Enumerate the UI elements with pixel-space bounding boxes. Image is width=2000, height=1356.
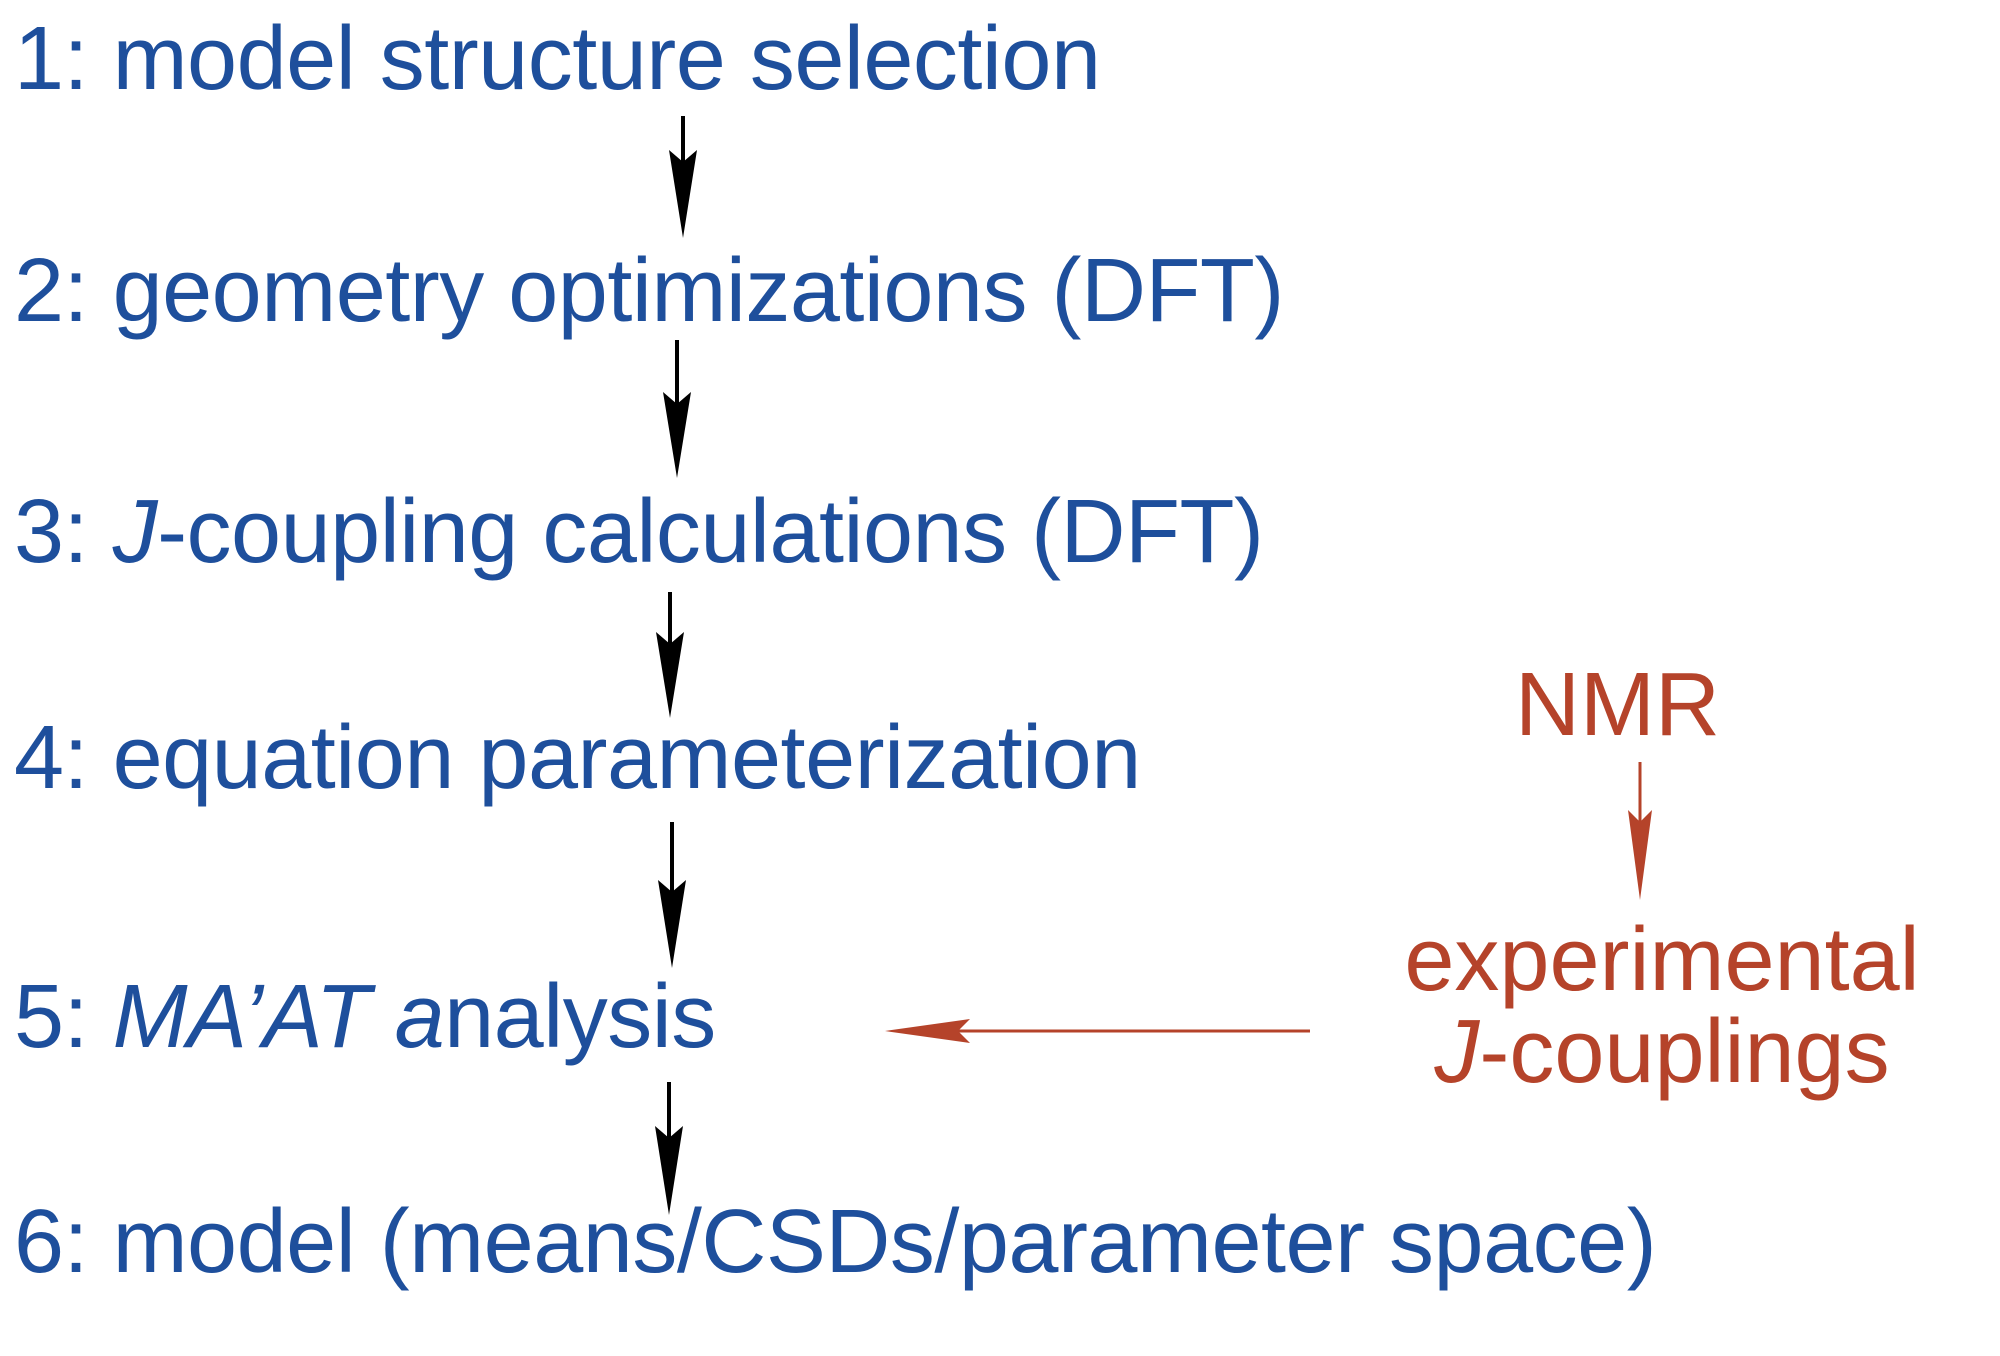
step-5-number: 5: <box>14 967 89 1067</box>
step-6-number: 6: <box>14 1192 89 1292</box>
step-3-text: -coupling calculations (DFT) <box>157 482 1264 582</box>
experimental-line-2: J-couplings <box>1352 1006 1972 1099</box>
step-5-text: nalysis <box>444 967 716 1067</box>
step-2-number: 2: <box>14 241 89 341</box>
experimental-line-1: experimental <box>1404 910 1920 1010</box>
step-6-text: model (means/CSDs/parameter space) <box>112 1192 1657 1292</box>
step-3-italic: J <box>112 482 158 582</box>
experimental-line-2-rest: -couplings <box>1479 1001 1890 1102</box>
step-4-text: equation parameterization <box>112 708 1142 808</box>
arrow-1-to-2 <box>669 116 697 238</box>
arrow-3-to-4 <box>656 592 684 718</box>
nmr-label: NMR <box>1515 655 1720 755</box>
step-5-italic: MA’AT a <box>112 967 445 1067</box>
experimental-couplings-label: experimental J-couplings <box>1352 910 1972 1099</box>
step-3-number: 3: <box>14 482 89 582</box>
arrow-nmr-to-experimental <box>1628 762 1652 900</box>
arrow-2-to-3 <box>663 340 691 478</box>
step-1-number: 1: <box>14 9 89 109</box>
step-2-text: geometry optimizations (DFT) <box>112 241 1285 341</box>
step-4-label: 4: equation parameterization <box>14 713 1141 803</box>
step-5-label: 5: MA’AT analysis <box>14 972 716 1062</box>
step-4-number: 4: <box>14 708 89 808</box>
arrow-experimental-to-analysis <box>885 1019 1310 1043</box>
arrow-4-to-5 <box>658 822 686 968</box>
step-2-label: 2: geometry optimizations (DFT) <box>14 246 1284 336</box>
step-6-label: 6: model (means/CSDs/parameter space) <box>14 1197 1657 1287</box>
experimental-line-2-italic: J <box>1434 1001 1480 1102</box>
step-1-label: 1: model structure selection <box>14 14 1101 104</box>
step-3-label: 3: J-coupling calculations (DFT) <box>14 487 1264 577</box>
step-1-text: model structure selection <box>112 9 1101 109</box>
